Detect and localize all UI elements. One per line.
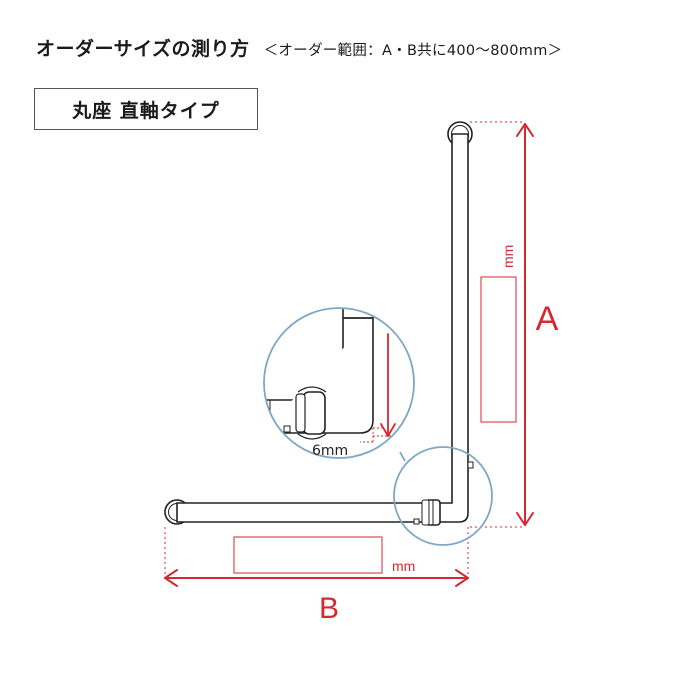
page-title: オーダーサイズの測り方 [36, 38, 250, 60]
corner-detail-circle [393, 446, 493, 546]
dimension-guides [164, 121, 525, 580]
magnified-joint [264, 308, 396, 443]
order-range-note: ＜オーダー範囲：A・B共に400〜800mm＞ [263, 43, 563, 59]
page-title-row: オーダーサイズの測り方 ＜オーダー範囲：A・B共に400〜800mm＞ [36, 34, 562, 61]
dimension-b-arrow [164, 569, 469, 587]
dimension-a-unit: mm [500, 245, 516, 268]
dimension-a-label: A [536, 300, 559, 338]
b-value-box [233, 536, 383, 574]
magnified-detail-circle [263, 307, 415, 459]
grab-bar [164, 121, 474, 526]
a-value-box [480, 276, 517, 423]
grab-bar-body [176, 133, 469, 523]
type-label-box: 丸座 直軸タイプ [34, 88, 258, 130]
dimension-b-label: B [319, 592, 339, 625]
detail-arrow [380, 333, 396, 437]
dimension-b-unit: mm [392, 558, 415, 574]
detail-offset-label: 6mm [312, 443, 348, 459]
dimension-a-arrow [516, 123, 534, 526]
detail-callout: 6mm [263, 307, 493, 546]
type-label: 丸座 直軸タイプ [72, 99, 220, 122]
